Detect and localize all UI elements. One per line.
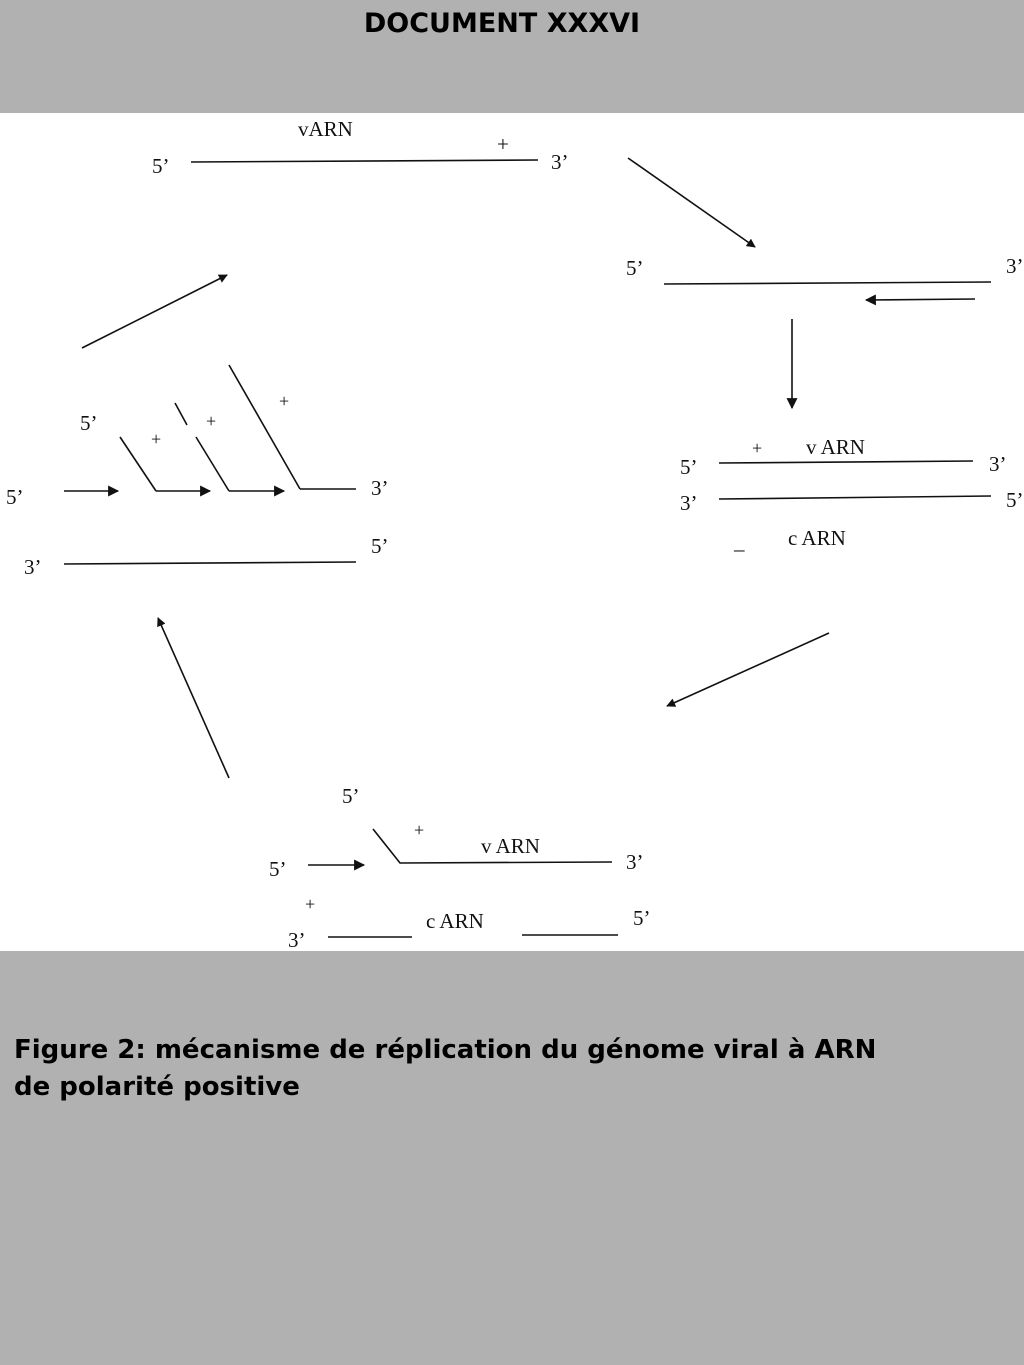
cycle-arrow-right-bottom — [666, 632, 830, 707]
right-upper-strand — [663, 281, 992, 285]
bottom-branch-5prime: 5’ — [342, 784, 360, 808]
top-plus-sign: + — [497, 132, 509, 156]
replication-diagram: vARN + 5’ 3’ 5’ 3’ + v ARN 5’ 3’ 3’ 5’ — [0, 113, 1024, 951]
right-upper-group: 5’ 3’ — [626, 254, 1024, 306]
top-varn-strand — [190, 159, 539, 163]
right-duplex-plus-sign: + — [752, 438, 762, 458]
document-title: DOCUMENT XXXVI — [363, 8, 641, 39]
right-duplex-bottom-5prime: 5’ — [1006, 488, 1024, 512]
bottom-group: 5’ + v ARN 5’ 3’ + 3’ c ARN 5’ — [269, 784, 651, 951]
cycle-arrow-bottom-left — [157, 617, 230, 779]
left-nascent-strand-1 — [119, 436, 157, 492]
bottom-varn-strand — [372, 828, 613, 864]
left-bottom-5prime: 5’ — [371, 534, 389, 558]
left-nascent-strand-2-tail — [174, 402, 188, 426]
left-plus-sign-3: + — [279, 391, 289, 411]
right-duplex-carn-label: c ARN — [788, 526, 846, 550]
top-varn-group: vARN + 5’ 3’ — [152, 117, 569, 178]
left-nascent-strand-3 — [228, 364, 301, 490]
left-nascent-strand-2 — [195, 436, 230, 492]
synthesis-arrow-leftward — [864, 294, 976, 306]
bottom-left-5prime: 5’ — [269, 857, 287, 881]
bottom-right-3prime: 3’ — [626, 850, 644, 874]
top-3prime-label: 3’ — [551, 150, 569, 174]
right-duplex-bottom-3prime: 3’ — [680, 491, 698, 515]
figure-caption-line2: de polarité positive — [14, 1072, 300, 1102]
right-duplex-top-5prime: 5’ — [680, 455, 698, 479]
left-multi-group: + + + 5’ 5’ 3’ 5’ 3’ — [6, 364, 389, 579]
left-bottom-3prime: 3’ — [24, 555, 42, 579]
bottom-plus-bottom: + — [305, 894, 315, 914]
right-upper-3prime-label: 3’ — [1006, 254, 1024, 278]
left-plus-sign-2: + — [206, 411, 216, 431]
right-duplex-group: + v ARN 5’ 3’ 3’ 5’ – c ARN — [680, 435, 1024, 561]
left-plus-sign-1: + — [151, 429, 161, 449]
right-duplex-carn-strand — [718, 495, 992, 500]
left-branch-5prime: 5’ — [80, 411, 98, 435]
bottom-right-5prime: 5’ — [633, 906, 651, 930]
figure-caption: Figure 2: mécanisme de réplication du gé… — [14, 1032, 914, 1106]
right-duplex-varn-label: v ARN — [806, 435, 865, 459]
replication-diagram-svg: vARN + 5’ 3’ 5’ 3’ + v ARN 5’ 3’ 3’ 5’ — [6, 117, 1024, 951]
bottom-left-3prime: 3’ — [288, 928, 306, 951]
right-upper-5prime-label: 5’ — [626, 256, 644, 280]
left-5prime-label: 5’ — [6, 485, 24, 509]
figure-caption-line1: Figure 2: mécanisme de réplication du gé… — [14, 1035, 877, 1065]
cycle-arrow-top-right — [627, 157, 756, 248]
right-duplex-varn-strand — [718, 460, 974, 464]
bottom-carn-label: c ARN — [426, 909, 484, 933]
left-3prime-label: 3’ — [371, 476, 389, 500]
right-duplex-minus-sign: – — [733, 537, 745, 561]
top-varn-label: vARN — [298, 117, 353, 141]
right-duplex-top-3prime: 3’ — [989, 452, 1007, 476]
bottom-varn-label: v ARN — [481, 834, 540, 858]
cycle-arrow-left-top — [81, 274, 228, 349]
bottom-plus-top: + — [414, 820, 424, 840]
top-5prime-label: 5’ — [152, 154, 170, 178]
left-template-strand — [63, 561, 357, 565]
